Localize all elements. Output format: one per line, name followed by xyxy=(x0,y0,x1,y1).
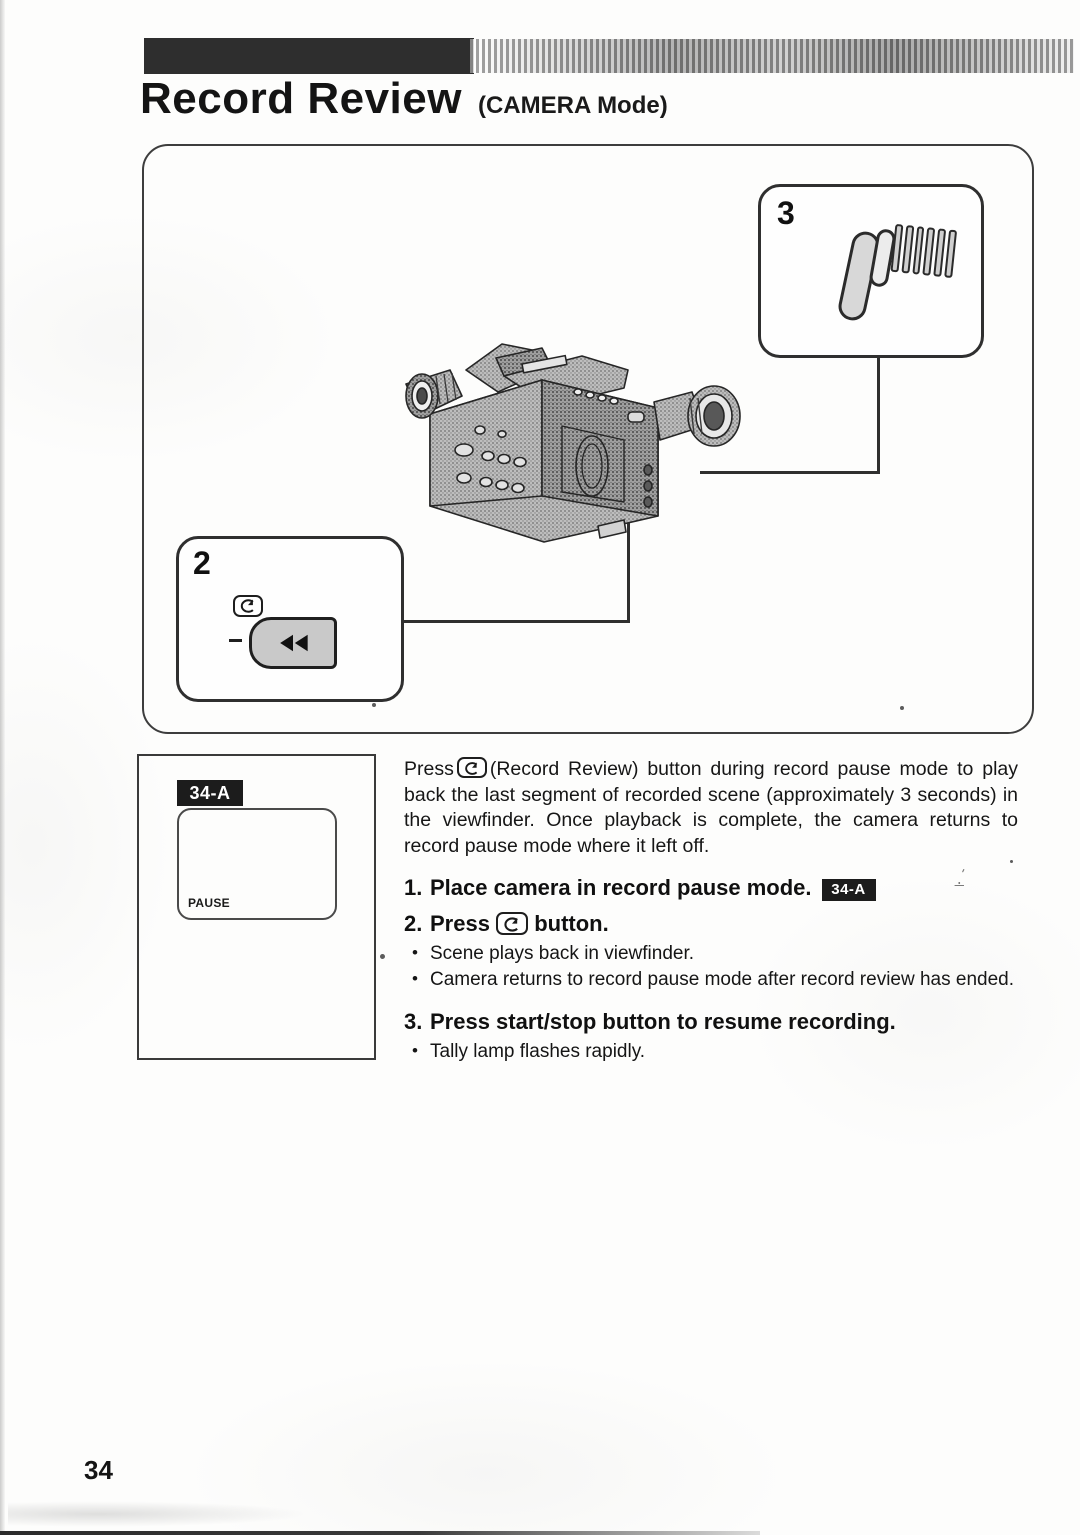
callout-2-number: 2 xyxy=(193,545,211,581)
scan-edge-left xyxy=(0,0,5,1535)
step-1-number: 1. xyxy=(404,875,423,900)
rewind-button-icon xyxy=(249,617,337,669)
step-2: 2. Press button. xyxy=(404,909,1018,939)
panel-badge-34a: 34-A xyxy=(177,780,243,806)
step-3-number: 3. xyxy=(404,1009,423,1034)
list-item: Camera returns to record pause mode afte… xyxy=(404,966,1018,993)
step-2-bullets: Scene plays back in viewfinder. Camera r… xyxy=(404,940,1018,993)
minus-mark-icon xyxy=(229,639,242,642)
record-review-icon xyxy=(456,757,487,778)
scan-speck xyxy=(380,954,385,959)
callout-step-2: 2 xyxy=(176,536,404,702)
scan-speck xyxy=(1010,860,1013,863)
leader-line-callout2-vertical xyxy=(627,520,630,623)
intro-paragraph: Press (Record Review) button during reco… xyxy=(404,757,1018,859)
record-review-button-icon xyxy=(233,595,263,617)
record-review-icon xyxy=(496,912,529,935)
camcorder-illustration xyxy=(392,330,764,578)
scan-speck xyxy=(900,706,904,710)
list-item: Tally lamp flashes rapidly. xyxy=(404,1038,1018,1065)
page-subtitle: (CAMERA Mode) xyxy=(477,92,668,119)
callout-3-number: 3 xyxy=(777,195,795,231)
intro-lead-text: Press xyxy=(404,758,454,780)
intro-body-text: (Record Review) button during record pau… xyxy=(404,758,1018,857)
illustration-panel xyxy=(142,144,1034,734)
banner-scan-gradient xyxy=(470,39,1074,73)
scan-artifact-tick: ∸ xyxy=(953,877,966,894)
instruction-body: Press (Record Review) button during reco… xyxy=(404,757,1018,1065)
step-3-bullets: Tally lamp flashes rapidly. xyxy=(404,1038,1018,1065)
step-1-text: Place camera in record pause mode. 34-A xyxy=(430,873,1018,903)
callout-step-3: 3 xyxy=(758,184,984,358)
leader-line-callout3-horizontal xyxy=(700,471,880,474)
page-title-row: Record Review (CAMERA Mode) xyxy=(140,74,668,124)
viewfinder-screen: PAUSE xyxy=(177,808,337,920)
step-2-label-after: button. xyxy=(534,911,609,936)
leader-line-callout3-vertical xyxy=(877,352,880,474)
step-3: 3. Press start/stop button to resume rec… xyxy=(404,1007,1018,1037)
step-2-label-before: Press xyxy=(430,911,490,936)
scan-smudge-bottom-left xyxy=(8,1501,308,1527)
step-1: 1. Place camera in record pause mode. 34-… xyxy=(404,873,1018,903)
step-1-label: Place camera in record pause mode. xyxy=(430,875,812,900)
page-title: Record Review xyxy=(140,74,462,123)
scan-speck xyxy=(372,703,376,707)
scan-edge-bottom xyxy=(0,1531,760,1535)
viewfinder-status-pause: PAUSE xyxy=(188,896,230,910)
step-1-badge-34a: 34-A xyxy=(821,879,876,901)
header-banner xyxy=(144,38,1074,74)
grip-ribs-icon xyxy=(890,223,958,279)
leader-line-callout2-horizontal xyxy=(398,620,630,623)
viewfinder-reference-panel: 34-A PAUSE xyxy=(137,754,376,1060)
step-2-number: 2. xyxy=(404,911,423,936)
list-item: Scene plays back in viewfinder. xyxy=(404,940,1018,967)
step-2-text: Press button. xyxy=(430,909,1018,939)
page-number: 34 xyxy=(84,1455,113,1485)
banner-solid-block xyxy=(144,38,474,74)
step-3-label: Press start/stop button to resume record… xyxy=(430,1009,896,1034)
